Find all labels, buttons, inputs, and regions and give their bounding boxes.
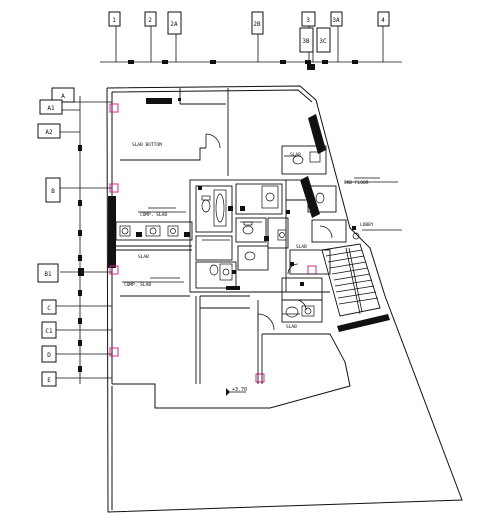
svg-text:+3.70: +3.70 [232,387,247,393]
svg-text:D: D [47,352,51,359]
grid-bubble-left-D: D [41,345,57,363]
svg-text:SLAB: SLAB [138,254,149,260]
building-outline [106,85,463,513]
svg-text:C: C [47,305,51,312]
grid-bubble-left-B: B [45,177,61,203]
staircase [325,247,379,315]
svg-text:2B: 2B [253,21,261,28]
svg-text:3C: 3C [319,38,327,45]
grid-bubble-top-3A: 3A [330,11,343,27]
svg-text:A2: A2 [45,129,53,136]
grid-bubble-top-3: 3 [301,11,316,27]
grid-bubble-top-2: 2 [144,11,157,27]
svg-text:3A: 3A [332,17,340,24]
svg-text:SLAB BOTTOM: SLAB BOTTOM [132,142,162,148]
svg-text:3RD FLOOR: 3RD FLOOR [344,180,369,186]
svg-text:2: 2 [148,17,152,24]
room-annotations: SLAB BOTTOM COMP. SLAB 3RD FLOOR LOBBY C… [124,142,374,330]
svg-text:COMP. SLAB: COMP. SLAB [140,212,167,218]
left-dimension-ticks [78,145,84,372]
svg-text:4: 4 [381,17,385,24]
grid-bubble-top-3C: 3C [316,27,331,53]
svg-text:SLAB: SLAB [290,152,301,158]
grid-bubble-left-C1: C1 [41,321,57,339]
door-swings [205,133,333,331]
top-dimension-ticks [128,60,358,70]
svg-text:3: 3 [306,17,310,24]
grid-bubble-top-3B: 3B [299,27,314,53]
left-grid-axis [56,96,112,384]
grid-bubble-left-A1: A1 [39,99,63,115]
grid-bubble-top-2B: 2B [251,11,264,35]
grid-bubble-left-B1: B1 [37,263,59,283]
grid-bubble-left-A: A [51,87,75,103]
annotation-strokes [122,155,402,315]
svg-text:SLAB: SLAB [286,324,297,330]
svg-text:3B: 3B [302,38,310,45]
svg-text:B: B [51,188,55,195]
interior-walls [115,88,381,384]
grid-bubble-top-1: 1 [108,11,121,27]
svg-text:COMP. SLAB: COMP. SLAB [124,282,151,288]
grid-bubble-top-4: 4 [377,11,390,27]
svg-text:1: 1 [112,17,116,24]
grid-bubble-left-E: E [41,371,57,387]
grid-bubble-left-A2: A2 [37,123,61,139]
grid-bubble-left-C: C [41,299,57,315]
service-symbols [136,98,356,286]
svg-text:SLAB: SLAB [296,244,307,250]
svg-text:B1: B1 [44,271,52,278]
svg-text:LOBBY: LOBBY [360,222,374,228]
svg-text:A: A [61,93,65,100]
svg-text:E: E [47,377,51,384]
level-marker: +3.70 [226,387,247,396]
svg-text:A1: A1 [47,105,55,112]
top-grid-axis [100,26,402,63]
grid-bubble-top-2A: 2A [167,11,182,35]
svg-text:C1: C1 [45,328,53,335]
svg-text:2A: 2A [170,21,178,28]
fixtures [119,151,360,318]
